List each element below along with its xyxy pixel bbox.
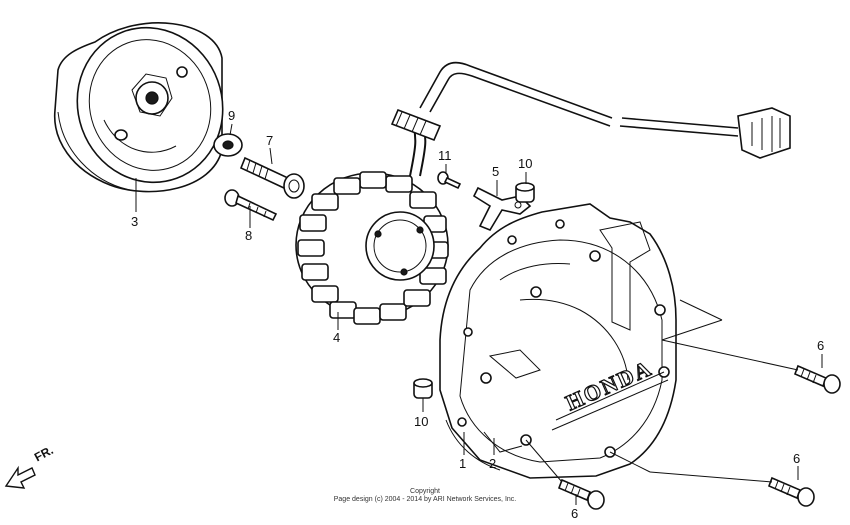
callouts: 3 9 7 8 4 11 5 10 10 1 2 6 6 6 xyxy=(131,108,824,521)
leader-lines xyxy=(135,123,823,505)
callout-3: 3 xyxy=(131,214,138,229)
cover-bolt-lower xyxy=(557,478,605,510)
flange-bolt xyxy=(239,156,305,199)
copyright-line-2: Page design (c) 2004 - 2014 by ARI Netwo… xyxy=(333,496,517,503)
small-screw xyxy=(437,171,462,190)
cover-bolt-right xyxy=(793,364,841,394)
flywheel-rotor xyxy=(53,22,224,193)
wire-harness xyxy=(390,61,791,177)
dowel-pin-upper xyxy=(515,182,535,203)
callout-1: 1 xyxy=(459,456,466,471)
bolt xyxy=(224,189,278,222)
callout-11: 11 xyxy=(438,148,452,163)
callout-6-right: 6 xyxy=(817,338,824,353)
callout-9: 9 xyxy=(228,108,235,123)
cover-bolt-lower-right xyxy=(767,476,815,507)
callout-2: 2 xyxy=(489,456,496,471)
callout-5: 5 xyxy=(492,164,499,179)
callout-6-lower-right: 6 xyxy=(793,451,800,466)
callout-6-lower: 6 xyxy=(571,506,578,521)
front-direction-arrow-icon xyxy=(4,465,36,489)
callout-10-upper: 10 xyxy=(518,156,532,171)
copyright-line-1: Copyright xyxy=(410,488,440,495)
crankcase-cover: HONDA xyxy=(439,203,677,479)
stator xyxy=(295,171,449,325)
callout-4: 4 xyxy=(333,330,340,345)
callout-8: 8 xyxy=(245,228,252,243)
washer xyxy=(213,133,243,157)
callout-7: 7 xyxy=(266,133,273,148)
dowel-pin-lower xyxy=(413,378,433,399)
callout-10-lower: 10 xyxy=(414,414,428,429)
cover-gasket xyxy=(445,419,523,471)
